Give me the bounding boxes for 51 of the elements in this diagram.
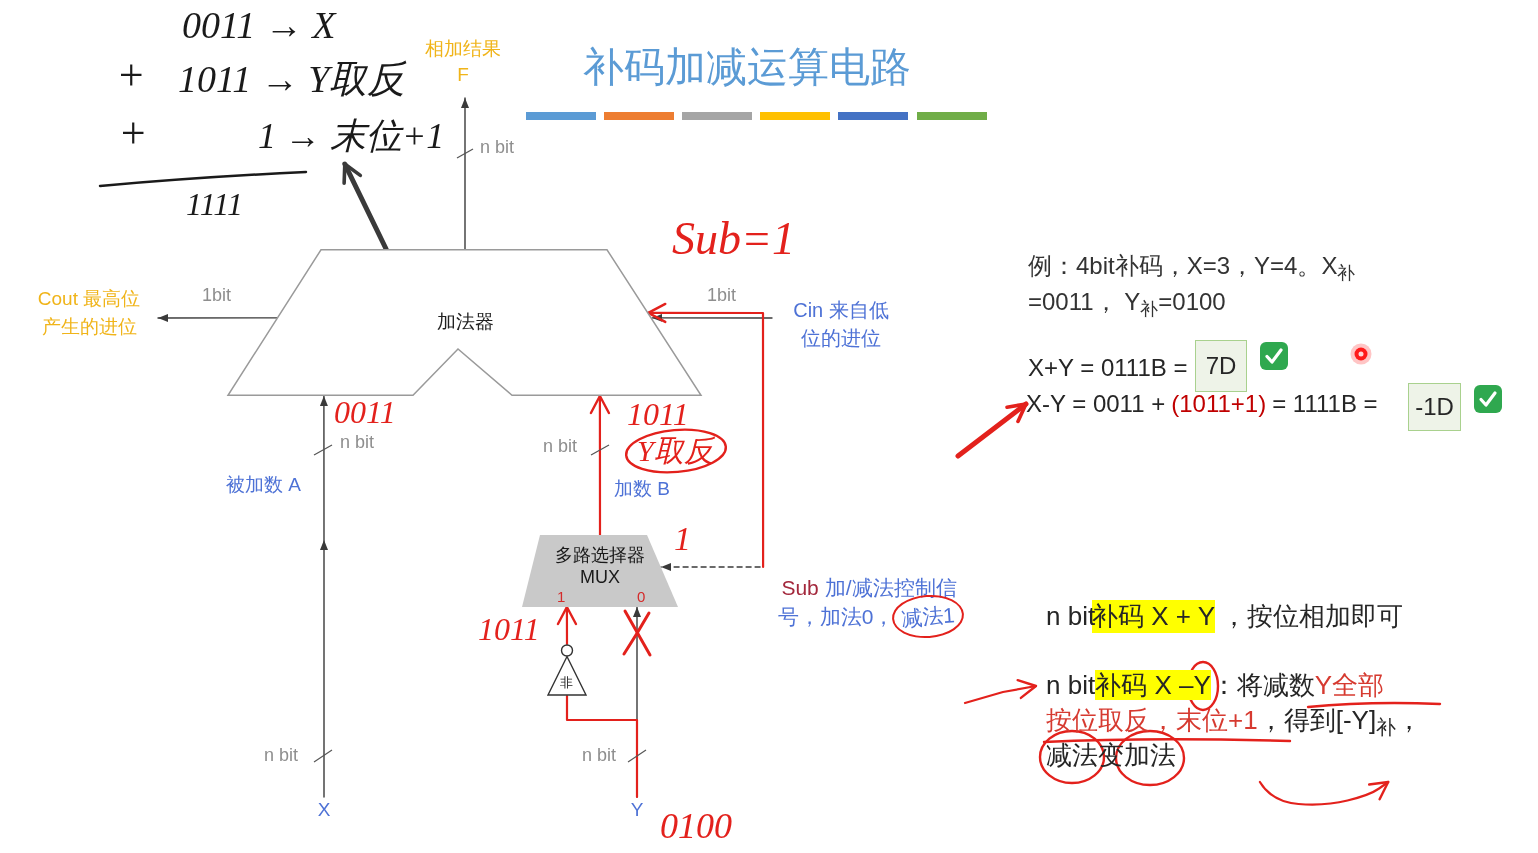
handwritten-note: 1111 bbox=[186, 188, 243, 220]
port-label: 0 bbox=[637, 589, 646, 605]
input-label: X bbox=[312, 797, 336, 823]
handwritten-note: 1011 → Y取反 bbox=[178, 60, 406, 98]
bus-width-label: n bit bbox=[340, 431, 375, 453]
carry-in-label: Cin 来自低位的进位 bbox=[772, 296, 902, 352]
result-box: -1D bbox=[1408, 383, 1461, 431]
arrow bbox=[651, 313, 773, 322]
operand-label: 加数 B bbox=[614, 477, 670, 501]
diagram-title: 补码加减运算电路 bbox=[583, 43, 911, 92]
handwritten-arrow bbox=[556, 605, 578, 646]
handwritten-arrow bbox=[589, 394, 611, 537]
example-text: 例：4bit补码，X=3，Y=4。X$_{补}$=0011， Y$_{补}$=0100 bbox=[1028, 251, 1357, 320]
input-label: Y bbox=[625, 797, 649, 823]
handwritten-arrow bbox=[647, 302, 765, 569]
handwritten-note: 1011 bbox=[478, 613, 540, 645]
handwritten-note: + bbox=[118, 112, 148, 156]
output-label: 相加结果 F bbox=[414, 36, 512, 98]
bus-width-label: n bit bbox=[543, 435, 578, 457]
bit-width-label: 1bit bbox=[202, 284, 232, 306]
bus-width-label: n bit bbox=[582, 744, 617, 766]
thick-arrow bbox=[955, 401, 1029, 459]
port-label: 1 bbox=[557, 589, 566, 605]
edge-label: 1 bbox=[674, 522, 691, 556]
equation-text: X+Y = 0111B = bbox=[1028, 353, 1188, 383]
explanation-text: ，按位相加即可 bbox=[1221, 600, 1403, 633]
handwritten-note: + bbox=[116, 54, 146, 98]
bit-width-label: 1bit bbox=[707, 284, 737, 306]
handwritten-note: 0011 bbox=[334, 396, 396, 428]
result-box: 7D bbox=[1195, 340, 1247, 392]
dashed-arrow bbox=[660, 563, 761, 571]
handwritten-note: 1011 bbox=[627, 398, 689, 430]
handwritten-arrow bbox=[963, 679, 1038, 705]
handwritten-note: Y取反 bbox=[637, 436, 714, 466]
arrow bbox=[461, 97, 469, 250]
handwritten-note: 0100 bbox=[660, 808, 732, 844]
not-gate bbox=[546, 644, 588, 696]
curved-arrow bbox=[1258, 780, 1390, 806]
mux-label: 多路选择器 MUX bbox=[554, 544, 646, 588]
arrow bbox=[320, 395, 328, 798]
handwritten-note: 0011 → X bbox=[182, 6, 336, 44]
arrow bbox=[157, 314, 278, 322]
bus-width-label: n bit bbox=[480, 136, 515, 158]
gate-label: 非 bbox=[560, 675, 573, 691]
control-signal-label: Sub 加/减法控制信号，加法0， 减法1 bbox=[756, 567, 970, 639]
adder-label: 加法器 bbox=[435, 310, 495, 334]
bus-width-label: n bit bbox=[264, 744, 299, 766]
operand-label: 被加数 A bbox=[226, 473, 301, 497]
carry-out-label: Cout 最高位产生的进位 bbox=[20, 283, 158, 343]
handwritten-note: Sub=1 bbox=[672, 216, 796, 262]
handwritten-note: 1 → 末位+1 bbox=[258, 118, 445, 154]
